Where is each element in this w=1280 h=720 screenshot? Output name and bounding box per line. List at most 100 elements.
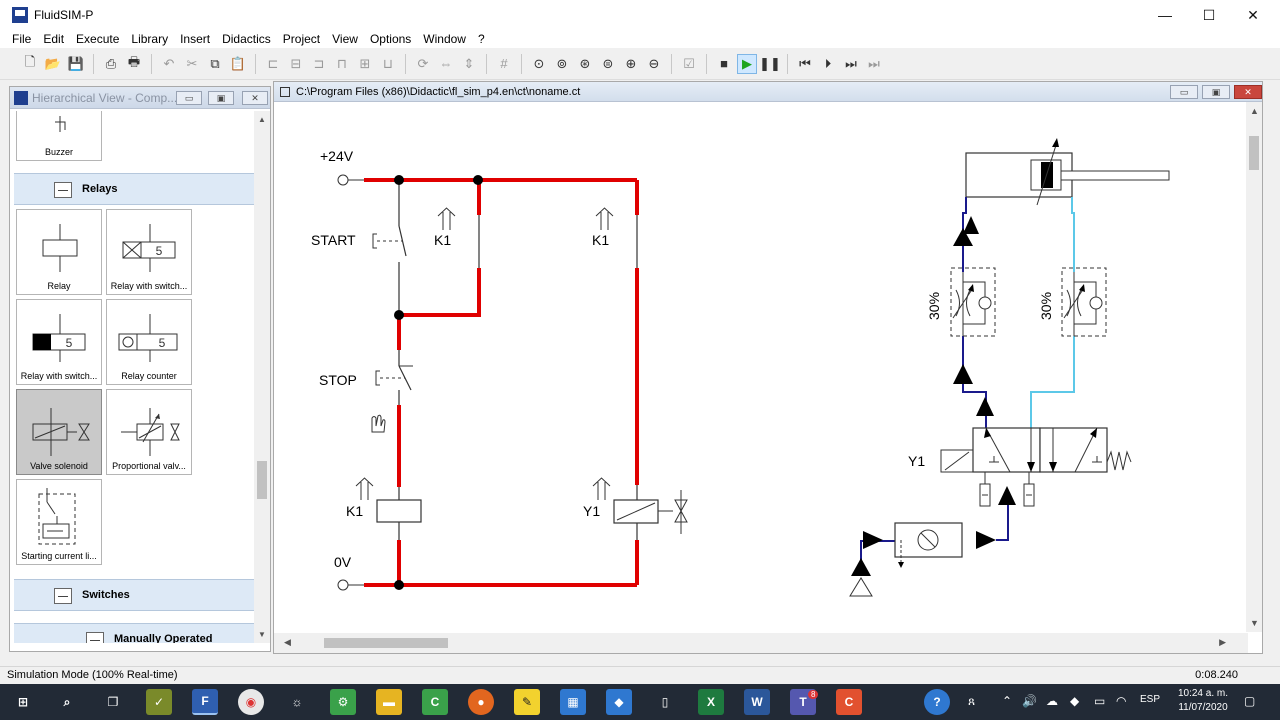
firefox-icon[interactable]: ●: [468, 689, 494, 715]
battery-icon[interactable]: ▭: [1094, 694, 1106, 708]
dropbox-tray-icon[interactable]: ◆: [1070, 694, 1080, 708]
windows-start-icon[interactable]: ⊞: [17, 695, 29, 709]
chrome-icon[interactable]: ◉: [238, 689, 264, 715]
rotate-icon[interactable]: ⟳: [417, 55, 429, 71]
open-folder-icon[interactable]: 📂: [44, 55, 62, 71]
wifi-icon[interactable]: ◠: [1116, 694, 1127, 708]
menu-didactics[interactable]: Didactics: [222, 32, 271, 46]
tile-valve-solenoid[interactable]: Valve solenoid: [16, 389, 102, 475]
reset-icon[interactable]: ⏮: [799, 55, 811, 71]
directional-valve-5-2[interactable]: Y1: [908, 427, 1132, 507]
help-icon[interactable]: ?: [924, 689, 950, 715]
close-button[interactable]: ✕: [1247, 6, 1259, 23]
scroll-down-arrow-icon[interactable]: ▼: [1250, 618, 1259, 628]
tile-proportional-valve[interactable]: Proportional valv...: [106, 389, 192, 475]
new-file-icon[interactable]: 🗋: [24, 53, 36, 69]
volume-icon[interactable]: 🔊: [1022, 694, 1037, 708]
notifications-icon[interactable]: ▢: [1244, 694, 1256, 708]
mirror-v-icon[interactable]: ⇕: [463, 55, 475, 71]
menu-help[interactable]: ?: [477, 32, 485, 46]
print-preview-icon[interactable]: ⎙: [105, 55, 117, 71]
scrollbar-thumb[interactable]: [324, 638, 448, 648]
sticky-notes-icon[interactable]: ✎: [514, 689, 540, 715]
panel-minimize-button[interactable]: ▭: [176, 91, 202, 105]
collapse-icon[interactable]: [86, 632, 104, 643]
align-center-icon[interactable]: ⊟: [290, 55, 302, 71]
taskbar-clock[interactable]: 10:24 a. m. 11/07/2020: [1178, 687, 1228, 715]
zoom-fit-icon[interactable]: ⊛: [579, 55, 591, 71]
panel-restore-button[interactable]: ▣: [208, 91, 234, 105]
zoom-actual-icon[interactable]: ⊙: [533, 55, 545, 71]
menu-edit[interactable]: Edit: [43, 32, 65, 46]
stop-icon[interactable]: ■: [720, 56, 728, 71]
zoom-in-icon[interactable]: ⊕: [625, 55, 637, 71]
taskbar-app-icon[interactable]: ✓: [146, 689, 172, 715]
library-scrollbar[interactable]: ▲ ▼: [254, 111, 270, 643]
excel-icon[interactable]: X: [698, 689, 724, 715]
dropbox-icon[interactable]: ◆: [606, 689, 632, 715]
people-icon[interactable]: ጸ: [968, 694, 976, 708]
menu-execute[interactable]: Execute: [76, 32, 120, 46]
maximize-button[interactable]: ☐: [1202, 6, 1216, 23]
menu-insert[interactable]: Insert: [180, 32, 211, 46]
circuit-canvas[interactable]: +24V 0V: [281, 104, 1247, 630]
copy-icon[interactable]: ⧉: [210, 55, 220, 71]
print-icon[interactable]: 🖶: [127, 53, 141, 69]
scroll-right-arrow-icon[interactable]: ▶: [1219, 637, 1226, 647]
camtasia-icon[interactable]: C: [422, 689, 448, 715]
menu-library[interactable]: Library: [131, 32, 169, 46]
align-middle-icon[interactable]: ⊞: [359, 55, 371, 71]
k1-valve-contact[interactable]: K1: [592, 207, 638, 256]
tile-relay[interactable]: Relay: [16, 209, 102, 295]
fluidsim-taskbar-icon[interactable]: F: [192, 689, 218, 715]
scroll-up-arrow-icon[interactable]: ▲: [1250, 106, 1259, 116]
align-left-icon[interactable]: ⊏: [267, 55, 279, 71]
search-icon[interactable]: ⌕: [63, 694, 71, 709]
play-icon[interactable]: ▶: [737, 53, 757, 74]
chevron-up-icon[interactable]: ⌃: [1002, 694, 1013, 708]
calendar-icon[interactable]: ▦: [560, 689, 586, 715]
taskbar-app-icon[interactable]: ⚙: [330, 689, 356, 715]
terminal-0v[interactable]: [337, 579, 349, 591]
align-top-icon[interactable]: ⊓: [336, 55, 348, 71]
doc-close-button[interactable]: ✕: [1234, 85, 1262, 99]
menu-project[interactable]: Project: [282, 32, 321, 46]
taskbar-app-icon[interactable]: ▯: [661, 695, 669, 709]
undo-icon[interactable]: ↶: [163, 55, 175, 71]
menu-view[interactable]: View: [332, 32, 358, 46]
scroll-left-arrow-icon[interactable]: ◀: [284, 637, 291, 647]
cut-icon[interactable]: ✂: [186, 55, 198, 71]
scroll-down-arrow-icon[interactable]: ▼: [258, 630, 266, 639]
zoom-window-icon[interactable]: ⊜: [602, 55, 614, 71]
tile-starting-current-limiter[interactable]: Starting current li...: [16, 479, 102, 565]
k1-holding-contact[interactable]: K1: [434, 207, 480, 256]
one-way-flow-control-right[interactable]: 30%: [1038, 267, 1107, 337]
onedrive-icon[interactable]: ☁: [1046, 694, 1058, 708]
group-relays[interactable]: Relays: [14, 173, 256, 205]
input-language[interactable]: ESP: [1140, 694, 1161, 705]
grid-icon[interactable]: #: [500, 56, 508, 71]
canvas-horizontal-scrollbar[interactable]: ◀ ▶: [274, 633, 1248, 653]
menu-options[interactable]: Options: [369, 32, 412, 46]
double-acting-cylinder[interactable]: [965, 138, 1170, 206]
group-switches[interactable]: Switches: [14, 579, 256, 611]
start-pushbutton[interactable]: START: [311, 225, 407, 257]
paste-icon[interactable]: 📋: [229, 55, 247, 71]
compressed-air-supply[interactable]: [849, 577, 873, 597]
pause-icon[interactable]: ❚❚: [759, 55, 781, 71]
task-view-icon[interactable]: ❐: [107, 695, 119, 709]
align-bottom-icon[interactable]: ⊔: [382, 55, 394, 71]
panel-close-button[interactable]: ✕: [242, 91, 268, 105]
scrollbar-thumb[interactable]: [257, 461, 267, 499]
stop-pushbutton[interactable]: STOP: [319, 365, 413, 391]
check-drawing-icon[interactable]: ☑: [683, 55, 695, 71]
taskbar-app-icon[interactable]: ☼: [291, 695, 303, 709]
word-icon[interactable]: W: [744, 689, 770, 715]
step-end-icon[interactable]: ⏭: [868, 55, 880, 71]
doc-restore-button[interactable]: ▣: [1202, 85, 1230, 99]
menu-file[interactable]: File: [12, 32, 32, 46]
tile-relay-counter[interactable]: 5 Relay counter: [106, 299, 192, 385]
single-step-icon[interactable]: ⏵: [824, 55, 832, 71]
terminal-24v[interactable]: [337, 174, 349, 186]
collapse-icon[interactable]: [54, 588, 72, 604]
